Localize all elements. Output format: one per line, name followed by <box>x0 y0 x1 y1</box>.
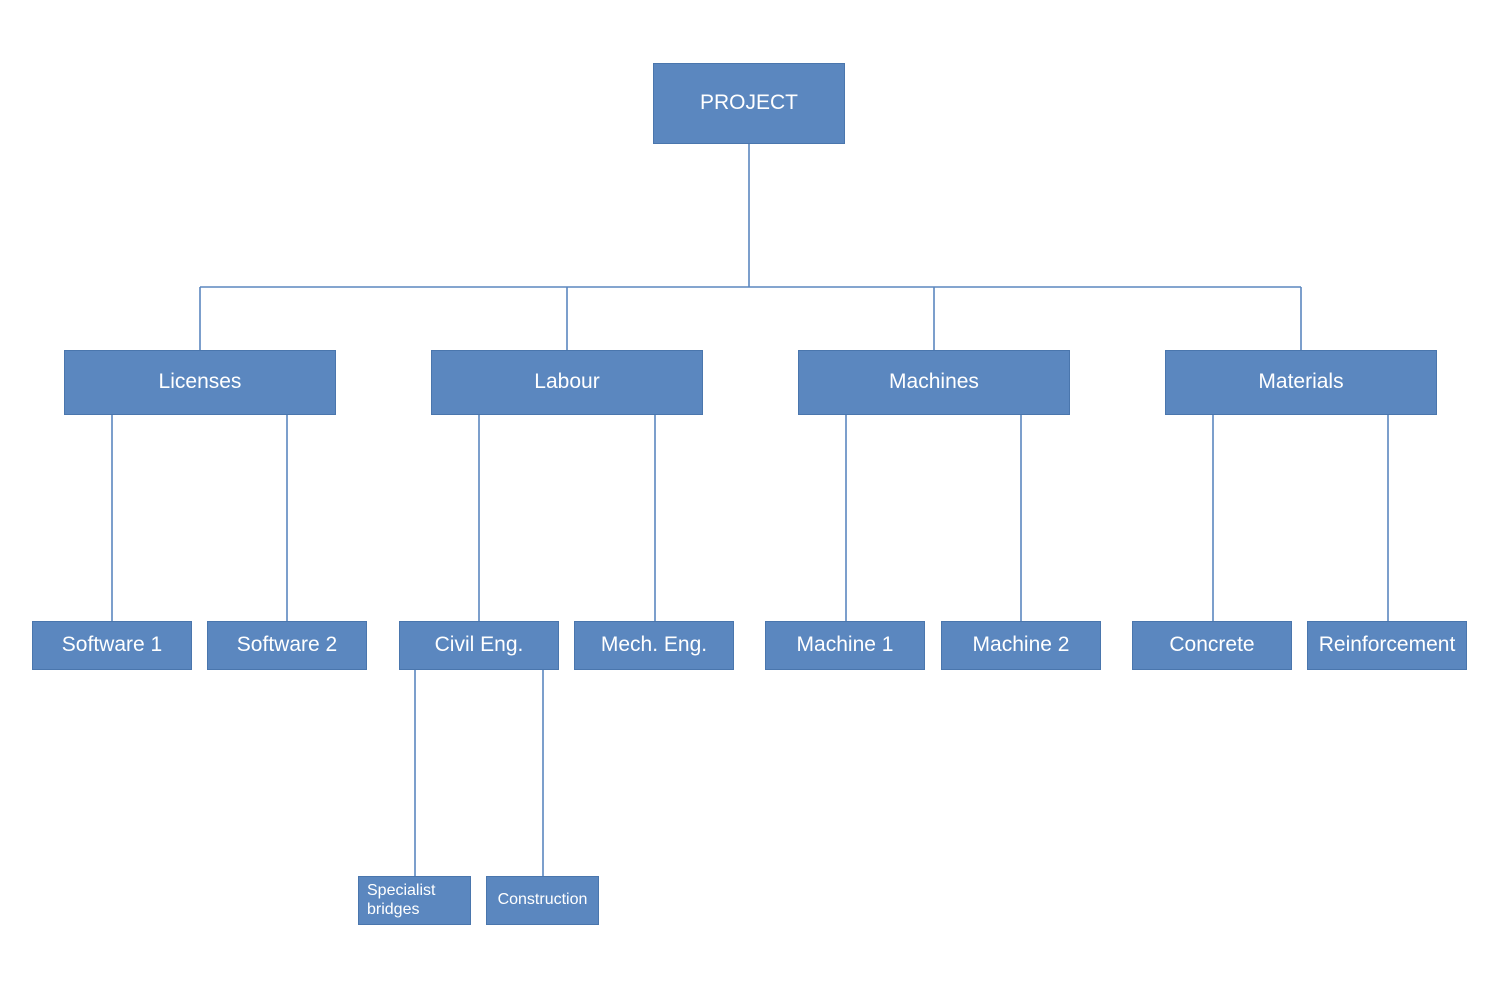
node-reinforcement-label: Reinforcement <box>1318 633 1456 657</box>
node-software-2[interactable]: Software 2 <box>207 621 367 670</box>
node-licenses[interactable]: Licenses <box>64 350 336 415</box>
node-labour[interactable]: Labour <box>431 350 703 415</box>
node-software-2-label: Software 2 <box>236 633 338 657</box>
node-machine-1-label: Machine 1 <box>796 633 894 657</box>
node-civil-eng[interactable]: Civil Eng. <box>399 621 559 670</box>
node-machine-2-label: Machine 2 <box>972 633 1070 657</box>
node-machines-label: Machines <box>889 370 979 394</box>
node-mech-eng[interactable]: Mech. Eng. <box>574 621 734 670</box>
node-labour-label: Labour <box>534 370 600 394</box>
node-project-label: PROJECT <box>699 91 798 115</box>
node-materials-label: Materials <box>1258 370 1344 394</box>
node-specialist-bridges[interactable]: Specialist bridges <box>358 876 471 925</box>
node-machine-2[interactable]: Machine 2 <box>941 621 1101 670</box>
node-concrete[interactable]: Concrete <box>1132 621 1292 670</box>
node-concrete-label: Concrete <box>1169 633 1255 657</box>
node-construction-label: Construction <box>497 891 588 909</box>
node-civil-eng-label: Civil Eng. <box>434 633 524 657</box>
node-project[interactable]: PROJECT <box>653 63 845 144</box>
node-materials[interactable]: Materials <box>1165 350 1437 415</box>
node-licenses-label: Licenses <box>158 370 242 394</box>
node-software-1[interactable]: Software 1 <box>32 621 192 670</box>
node-specialist-bridges-label: Specialist bridges <box>367 882 436 918</box>
node-construction[interactable]: Construction <box>486 876 599 925</box>
node-reinforcement[interactable]: Reinforcement <box>1307 621 1467 670</box>
node-mech-eng-label: Mech. Eng. <box>600 633 708 657</box>
node-machine-1[interactable]: Machine 1 <box>765 621 925 670</box>
node-machines[interactable]: Machines <box>798 350 1070 415</box>
node-software-1-label: Software 1 <box>61 633 163 657</box>
